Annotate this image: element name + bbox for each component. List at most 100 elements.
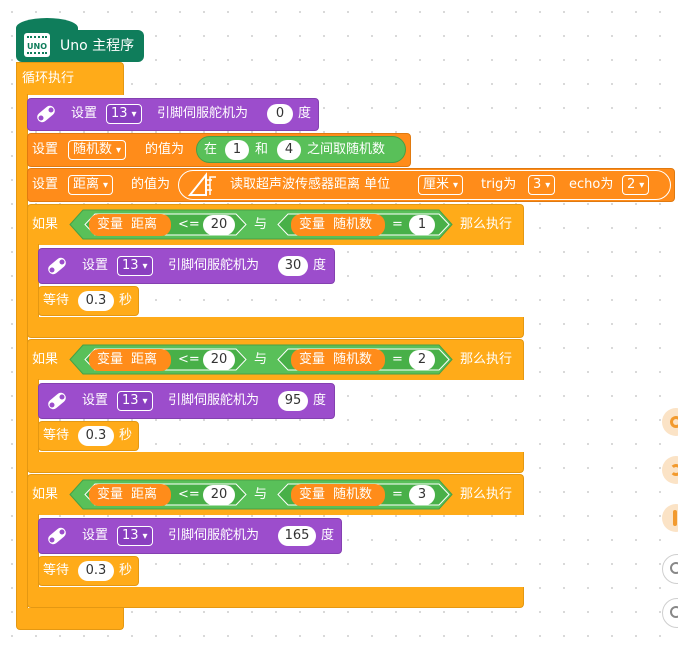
operator-eq: = [392, 487, 403, 502]
if-block-3-foot [27, 587, 524, 608]
var-random-reporter[interactable] [291, 214, 385, 236]
random-set: 设置 [32, 142, 59, 157]
var-label: 变量 [299, 352, 326, 367]
compare-value-input[interactable]: 20 [203, 485, 235, 505]
ultrasonic-unit-dropdown[interactable]: 厘米 [418, 175, 464, 195]
servo-unit: 度 [313, 393, 327, 408]
ultrasonic-echo: echo为 [569, 177, 614, 192]
servo-pin-dropdown[interactable]: 13 [117, 256, 153, 276]
servo-icon [48, 257, 66, 275]
servo-angle-input[interactable]: 165 [278, 526, 316, 546]
var-name: 随机数 [333, 487, 373, 502]
var-label: 变量 [97, 487, 124, 502]
undo-icon[interactable] [662, 408, 678, 436]
if-label: 如果 [32, 217, 59, 232]
wait-label: 等待 [43, 293, 70, 308]
distance-var-dropdown[interactable]: 距离 [68, 175, 114, 195]
hat-label: Uno 主程序 [60, 38, 135, 54]
trig-pin-dropdown[interactable]: 3 [528, 175, 556, 195]
servo-middle: 引脚伺服舵机为 [168, 528, 260, 543]
var-name: 距离 [131, 352, 158, 367]
var-distance-reporter[interactable] [89, 214, 171, 236]
sec-label: 秒 [119, 293, 133, 308]
and-label: 与 [254, 352, 268, 367]
var-name: 随机数 [333, 217, 373, 232]
compare-value-input[interactable]: 2 [409, 350, 435, 370]
random-to-input[interactable]: 4 [277, 140, 301, 160]
servo-pin-dropdown[interactable]: 13 [117, 391, 153, 411]
operator-le: <= [178, 217, 200, 232]
echo-pin-dropdown[interactable]: 2 [622, 175, 650, 195]
var-label: 变量 [97, 352, 124, 367]
operator-eq: = [392, 352, 403, 367]
zoom-in-icon[interactable] [662, 554, 678, 584]
servo-angle-input[interactable]: 0 [267, 104, 293, 124]
var-random-reporter[interactable] [291, 349, 385, 371]
servo-set: 设置 [71, 106, 98, 121]
servo-pin-dropdown[interactable]: 13 [117, 526, 153, 546]
var-name: 距离 [131, 217, 158, 232]
servo-set: 设置 [82, 258, 109, 273]
var-random-reporter[interactable] [291, 484, 385, 506]
servo-middle: 引脚伺服舵机为 [168, 393, 260, 408]
random-between: 之间取随机数 [307, 142, 386, 157]
servo-set: 设置 [82, 393, 109, 408]
wait-seconds-input[interactable]: 0.3 [78, 426, 114, 446]
random-value-of: 的值为 [145, 142, 185, 157]
servo-angle-input[interactable]: 95 [278, 391, 308, 411]
servo-icon [37, 105, 55, 123]
var-distance-reporter[interactable] [89, 484, 171, 506]
zoom-out-icon[interactable] [662, 598, 678, 628]
var-label: 变量 [299, 217, 326, 232]
var-label: 变量 [97, 217, 124, 232]
sec-label: 秒 [119, 428, 133, 443]
servo-angle-input[interactable]: 30 [278, 256, 308, 276]
if-label: 如果 [32, 352, 59, 367]
ultrasonic-trig: trig为 [481, 177, 517, 192]
if-block-2-foot [27, 452, 524, 473]
servo-icon [48, 527, 66, 545]
servo-set: 设置 [82, 528, 109, 543]
wait-label: 等待 [43, 563, 70, 578]
random-in: 在 [204, 142, 218, 157]
sec-label: 秒 [119, 563, 133, 578]
operator-eq: = [392, 217, 403, 232]
if-label: 如果 [32, 487, 59, 502]
cleanup-icon[interactable] [662, 504, 678, 532]
servo-unit: 度 [321, 528, 335, 543]
operator-le: <= [178, 352, 200, 367]
then-label: 那么执行 [460, 352, 513, 367]
var-name: 随机数 [333, 352, 373, 367]
var-label: 变量 [299, 487, 326, 502]
wait-seconds-input[interactable]: 0.3 [78, 291, 114, 311]
uno-board-icon: UNO [24, 33, 50, 57]
ultrasonic-ruler-icon [187, 172, 216, 196]
compare-value-input[interactable]: 20 [203, 350, 235, 370]
compare-value-input[interactable]: 3 [409, 485, 435, 505]
redo-icon[interactable] [662, 456, 678, 484]
then-label: 那么执行 [460, 487, 513, 502]
and-label: 与 [254, 217, 268, 232]
random-var-dropdown[interactable]: 随机数 [68, 140, 127, 160]
wait-seconds-input[interactable]: 0.3 [78, 561, 114, 581]
distance-value-of: 的值为 [131, 177, 171, 192]
operator-le: <= [178, 487, 200, 502]
servo-middle: 引脚伺服舵机为 [157, 106, 249, 121]
compare-value-input[interactable]: 1 [409, 215, 435, 235]
random-and: 和 [255, 142, 269, 157]
servo-pin-dropdown[interactable]: 13 [106, 104, 142, 124]
servo-middle: 引脚伺服舵机为 [168, 258, 260, 273]
loop-foot [16, 608, 124, 630]
loop-block[interactable] [16, 62, 124, 95]
loop-label: 循环执行 [22, 71, 75, 86]
then-label: 那么执行 [460, 217, 513, 232]
servo-unit: 度 [313, 258, 327, 273]
var-distance-reporter[interactable] [89, 349, 171, 371]
if-block-1-foot [27, 317, 524, 338]
uno-main-hat-block[interactable]: UNO Uno 主程序 [16, 30, 144, 62]
ultrasonic-read: 读取超声波传感器距离 单位 [230, 177, 391, 192]
compare-value-input[interactable]: 20 [203, 215, 235, 235]
random-from-input[interactable]: 1 [225, 140, 249, 160]
distance-set: 设置 [32, 177, 59, 192]
wait-label: 等待 [43, 428, 70, 443]
